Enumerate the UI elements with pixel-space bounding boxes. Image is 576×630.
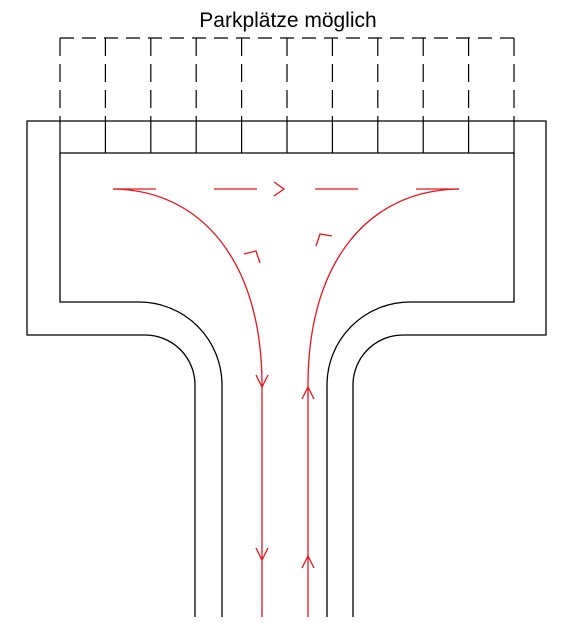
arrow-up-icon [301, 385, 315, 400]
traffic-route [112, 181, 460, 617]
parking-dividers [59, 38, 515, 153]
inner-boundary [59, 152, 515, 617]
arrow-curve-left-icon [243, 250, 261, 264]
route-curve-right [307, 188, 460, 386]
arrow-down-icon [255, 374, 269, 389]
arrow-down-icon [255, 547, 269, 562]
outer-boundary [26, 120, 547, 617]
arrow-curve-right-icon [315, 233, 333, 247]
arrow-up-icon [301, 554, 315, 569]
route-curve-left [112, 188, 263, 386]
direction-chevron-icon [273, 181, 286, 197]
diagram-title: Parkplätze möglich [199, 9, 377, 32]
